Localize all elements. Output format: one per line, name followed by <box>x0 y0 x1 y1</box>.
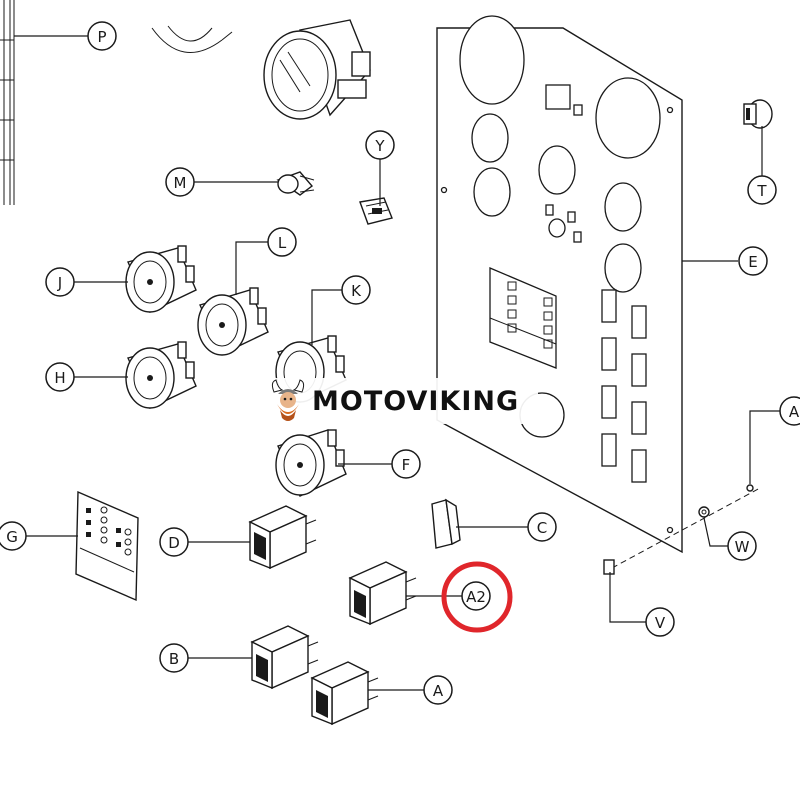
svg-text:L: L <box>278 234 287 252</box>
gauge-l-part <box>197 287 269 356</box>
svg-text:J: J <box>57 274 62 292</box>
svg-text:D: D <box>168 534 180 552</box>
svg-text:A2: A2 <box>466 588 486 606</box>
bulb-part <box>743 99 773 129</box>
callout-v: V <box>645 607 675 637</box>
callout-e: E <box>738 246 768 276</box>
svg-text:H: H <box>54 369 65 387</box>
callout-m: M <box>165 167 195 197</box>
callout-k: K <box>341 275 371 305</box>
callout-a2: A2 <box>461 581 491 611</box>
svg-text:G: G <box>6 528 18 546</box>
rocker-switch-b-part <box>250 625 319 690</box>
svg-text:F: F <box>402 456 411 474</box>
svg-text:K: K <box>351 282 362 300</box>
rocker-switch-a-part <box>310 661 379 726</box>
svg-text:V: V <box>655 614 666 632</box>
leader-lines <box>14 35 780 691</box>
callout-l: L <box>267 227 297 257</box>
callout-j: J <box>45 267 75 297</box>
svg-text:C: C <box>537 519 547 537</box>
gauge-h-part <box>125 341 197 409</box>
callout-c: C <box>527 512 557 542</box>
svg-text:M: M <box>174 174 187 192</box>
fastener-parts <box>603 484 761 575</box>
callout-y: Y <box>365 130 395 160</box>
callout-a: A <box>423 675 453 705</box>
callout-w: W <box>727 531 757 561</box>
rocker-switch-d-part <box>248 505 317 570</box>
lamp-socket-part <box>276 171 315 196</box>
top-gauge-right <box>263 19 371 120</box>
side-frame-part <box>0 0 15 205</box>
gauge-j-part <box>125 245 197 313</box>
callout-a-right: A <box>779 396 800 426</box>
rocker-switch-a2-part <box>348 561 417 626</box>
callout-g: G <box>0 521 27 551</box>
gauge-f-part <box>275 429 347 497</box>
blank-plug-part <box>431 498 461 549</box>
callout-t: T <box>747 175 777 205</box>
top-gauge-left <box>151 25 233 53</box>
svg-text:Y: Y <box>374 137 385 155</box>
svg-text:A: A <box>433 682 444 700</box>
svg-text:T: T <box>756 182 767 200</box>
callout-h: H <box>45 362 75 392</box>
highlight-ring <box>441 561 513 633</box>
callout-d: D <box>159 527 189 557</box>
dash-panel-part <box>436 15 683 554</box>
svg-text:A: A <box>789 403 800 421</box>
watermark-text: MOTOVIKING <box>312 385 520 417</box>
decal-part <box>75 490 139 602</box>
callout-f: F <box>391 449 421 479</box>
watermark-banner: MOTOVIKING <box>262 378 538 424</box>
svg-text:E: E <box>748 253 757 271</box>
callout-b: B <box>159 643 189 673</box>
svg-text:P: P <box>97 28 106 46</box>
connector-part <box>359 197 393 225</box>
callout-p: P <box>87 21 117 51</box>
svg-text:B: B <box>169 650 179 668</box>
svg-text:W: W <box>735 538 750 556</box>
viking-logo-icon <box>271 379 305 421</box>
